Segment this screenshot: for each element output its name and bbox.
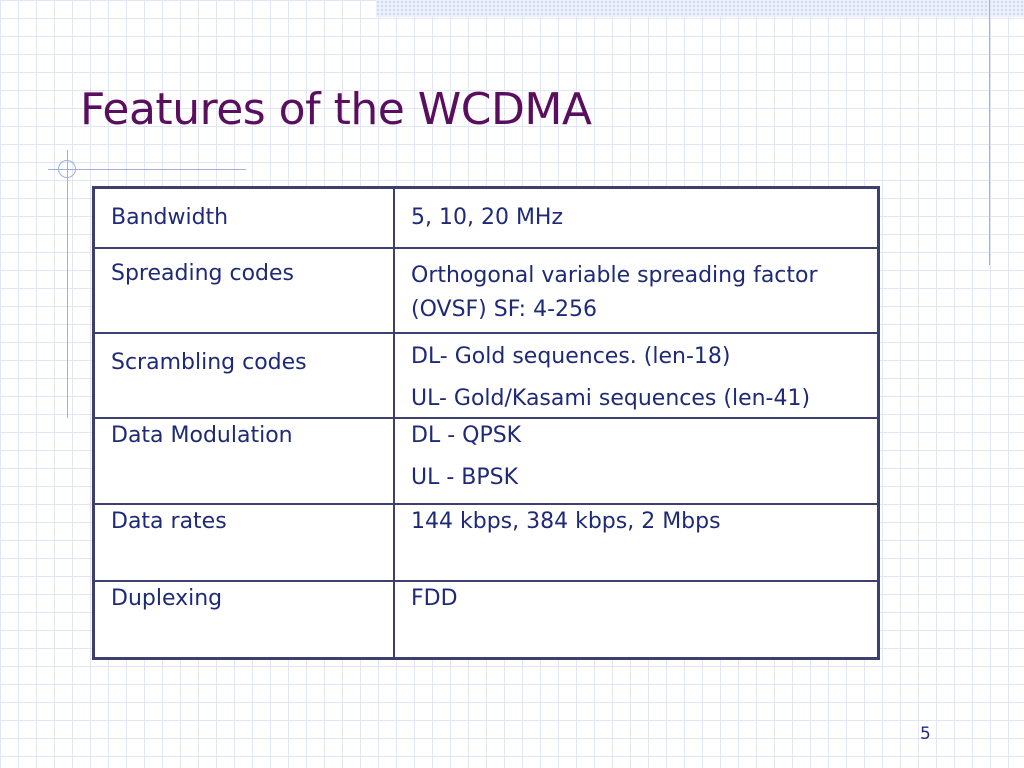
table-row: Data rates 144 kbps, 384 kbps, 2 Mbps	[92, 502, 880, 582]
value-line: FDD	[411, 585, 458, 611]
value-cell: 5, 10, 20 MHz	[393, 186, 880, 249]
table-row: Duplexing FDD	[92, 579, 880, 660]
table-row: Data Modulation DL - QPSK UL - BPSK	[92, 416, 880, 505]
feature-cell: Data rates	[92, 502, 395, 582]
value-line: DL - QPSK	[411, 422, 522, 448]
table-row: Bandwidth 5, 10, 20 MHz	[92, 186, 880, 249]
slide-title: Features of the WCDMA	[80, 84, 592, 135]
decorative-vertical-line-left	[67, 150, 68, 418]
value-cell: 144 kbps, 384 kbps, 2 Mbps	[393, 502, 880, 582]
value-cell: FDD	[393, 579, 880, 660]
top-decorative-band	[376, 0, 1024, 17]
value-line: 144 kbps, 384 kbps, 2 Mbps	[411, 508, 721, 534]
value-line: UL- Gold/Kasami sequences (len-41)	[411, 385, 811, 411]
page-number: 5	[920, 724, 931, 744]
value-line: (OVSF) SF: 4-256	[411, 296, 598, 322]
value-cell: DL - QPSK UL - BPSK	[393, 416, 880, 505]
table-row: Scrambling codes DL- Gold sequences. (le…	[92, 331, 880, 419]
value-line: UL - BPSK	[411, 464, 519, 490]
feature-cell: Data Modulation	[92, 416, 395, 505]
value-cell: Orthogonal variable spreading factor (OV…	[393, 246, 880, 334]
feature-cell: Scrambling codes	[92, 331, 395, 419]
decorative-title-underline	[48, 169, 246, 170]
value-line: 5, 10, 20 MHz	[411, 205, 564, 230]
crosshair-circle-icon	[58, 160, 76, 178]
value-cell: DL- Gold sequences. (len-18) UL- Gold/Ka…	[393, 331, 880, 419]
feature-cell: Bandwidth	[92, 186, 395, 249]
features-table: Bandwidth 5, 10, 20 MHz Spreading codes …	[92, 186, 880, 660]
table-row: Spreading codes Orthogonal variable spre…	[92, 246, 880, 334]
value-line: Orthogonal variable spreading factor	[411, 262, 818, 288]
feature-cell: Spreading codes	[92, 246, 395, 334]
value-line: DL- Gold sequences. (len-18)	[411, 343, 731, 369]
feature-cell: Duplexing	[92, 579, 395, 660]
decorative-vertical-line-right	[989, 0, 990, 265]
